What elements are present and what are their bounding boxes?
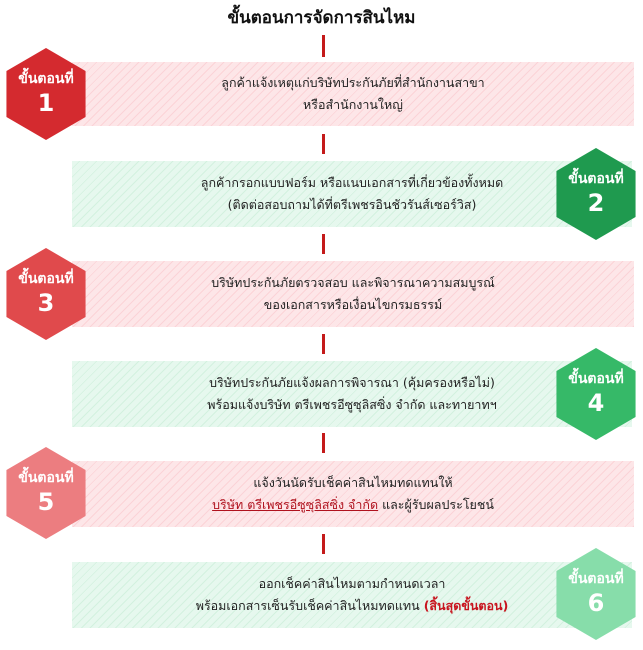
- step-3-line-2: ของเอกสารหรือเงื่อนไขกรมธรรม์: [263, 297, 443, 312]
- step-1-line-2: หรือสำนักงานใหญ่: [303, 97, 403, 112]
- end-of-process-text: (สิ้นสุดขั้นตอน): [423, 598, 509, 613]
- step-2-box: ลูกค้ากรอกแบบฟอร์ม หรือแนบเอกสารที่เกี่ย…: [72, 161, 632, 227]
- step-3-hexagon: ขั้นตอนที่ 3: [6, 248, 86, 340]
- step-1-box: ลูกค้าแจ้งเหตุแก่บริษัทประกันภัยที่สำนัก…: [72, 62, 634, 126]
- step-6-line-2-text: พร้อมเอกสารเซ็นรับเช็คค่าสินไหมทดแทน: [195, 598, 424, 613]
- step-4-line-2: พร้อมแจ้งบริษัท ตรีเพชรอีซูซุลิสซิ่ง จำก…: [207, 397, 497, 412]
- connector-top: [322, 35, 325, 57]
- connector-2-3: [322, 234, 325, 254]
- step-2-line-2: (ติดต่อสอบถามได้ที่ตรีเพชรอินชัวรันส์เซอ…: [227, 197, 477, 212]
- step-3-number: 3: [37, 289, 55, 317]
- step-5-box: แจ้งวันนัดรับเช็คค่าสินไหมทดแทนให้ บริษั…: [72, 461, 634, 527]
- step-5-number: 5: [37, 488, 55, 516]
- step-6-line-1: ออกเช็คค่าสินไหมตามกำหนดเวลา: [258, 576, 446, 591]
- step-6-label: ขั้นตอนที่: [568, 571, 624, 587]
- step-6-line-2: พร้อมเอกสารเซ็นรับเช็คค่าสินไหมทดแทน (สิ…: [196, 595, 509, 617]
- step-2-number: 2: [587, 189, 605, 217]
- company-link[interactable]: บริษัท ตรีเพชรอีซูซุลิสซิ่ง จำกัด: [212, 497, 379, 512]
- connector-1-2: [322, 134, 325, 154]
- step-5-line-1: แจ้งวันนัดรับเช็คค่าสินไหมทดแทนให้: [253, 475, 453, 490]
- step-4-box: บริษัทประกันภัยแจ้งผลการพิจารณา (คุ้มครอ…: [72, 361, 632, 427]
- step-3-line-1: บริษัทประกันภัยตรวจสอบ และพิจารณาความสมบ…: [211, 275, 495, 290]
- step-3-label: ขั้นตอนที่: [18, 271, 74, 287]
- step-5-label: ขั้นตอนที่: [18, 470, 74, 486]
- step-3-box: บริษัทประกันภัยตรวจสอบ และพิจารณาความสมบ…: [72, 261, 634, 327]
- connector-5-6: [322, 534, 325, 554]
- step-1-number: 1: [37, 89, 55, 117]
- step-1-label: ขั้นตอนที่: [18, 71, 74, 87]
- step-4-label: ขั้นตอนที่: [568, 371, 624, 387]
- connector-4-5: [322, 433, 325, 453]
- connector-3-4: [322, 334, 325, 354]
- step-6-number: 6: [587, 589, 605, 617]
- step-4-line-1: บริษัทประกันภัยแจ้งผลการพิจารณา (คุ้มครอ…: [209, 375, 495, 390]
- step-1-line-1: ลูกค้าแจ้งเหตุแก่บริษัทประกันภัยที่สำนัก…: [221, 75, 485, 90]
- step-6-box: ออกเช็คค่าสินไหมตามกำหนดเวลา พร้อมเอกสาร…: [72, 562, 632, 628]
- step-2-label: ขั้นตอนที่: [568, 171, 624, 187]
- step-4-number: 4: [587, 389, 605, 417]
- step-5-line-2: บริษัท ตรีเพชรอีซูซุลิสซิ่ง จำกัด และผู้…: [212, 494, 494, 516]
- page-title: ขั้นตอนการจัดการสินไหม: [227, 8, 416, 28]
- step-5-line-2-rest: และผู้รับผลประโยชน์: [378, 497, 494, 512]
- step-2-line-1: ลูกค้ากรอกแบบฟอร์ม หรือแนบเอกสารที่เกี่ย…: [200, 175, 504, 190]
